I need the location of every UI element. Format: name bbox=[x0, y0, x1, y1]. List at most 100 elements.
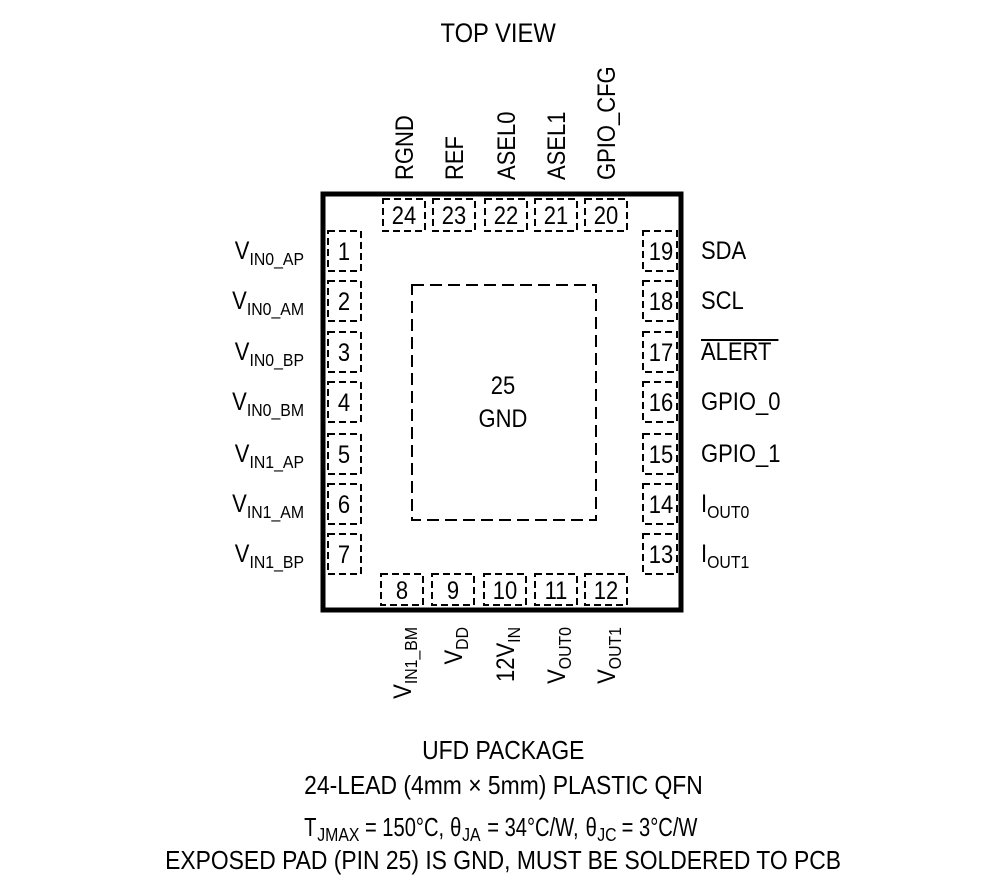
pin-3-label: VIN0_BP bbox=[235, 338, 304, 371]
pin-2-label-main: V bbox=[232, 287, 247, 315]
pin-3-number: 3 bbox=[338, 339, 350, 367]
pin-11-pad bbox=[534, 573, 578, 606]
pin-4-label-subscript: IN0_BM bbox=[247, 400, 304, 420]
pin-7-number: 7 bbox=[338, 541, 350, 569]
pin-1-number: 1 bbox=[338, 238, 350, 266]
pin-1-label-subscript: IN0_AP bbox=[249, 249, 304, 269]
pin-4-pad bbox=[327, 381, 362, 423]
pin-23-label: REF bbox=[441, 136, 469, 180]
pin-7-label: VIN1_BP bbox=[235, 540, 304, 573]
pin-11-label-subscript: OUT0 bbox=[555, 627, 575, 669]
pin-17-label: ALERT bbox=[701, 338, 771, 366]
pin-12-pad bbox=[584, 573, 628, 606]
pin-13-label: IOUT1 bbox=[701, 540, 749, 573]
pin-14-pad bbox=[642, 483, 678, 525]
pin-22-label: ASEL0 bbox=[493, 112, 521, 180]
pin-7-label-main: V bbox=[235, 540, 250, 568]
pin-17-number: 17 bbox=[649, 339, 673, 367]
exposed-pad-number: 25 bbox=[491, 372, 515, 400]
pin-18-label-main: SCL bbox=[701, 287, 744, 315]
pin-21-label: ASEL1 bbox=[543, 112, 571, 180]
pin-14-label-main: I bbox=[701, 490, 707, 518]
pin-4-number: 4 bbox=[338, 389, 350, 417]
pin-3-label-subscript: IN0_BP bbox=[249, 350, 304, 370]
pin-11-label: VOUT0 bbox=[543, 627, 576, 684]
pin-23-pad bbox=[432, 198, 476, 232]
pin-3-pad bbox=[327, 331, 362, 373]
pin-14-label: IOUT0 bbox=[701, 490, 749, 523]
pin-12-label: VOUT1 bbox=[593, 627, 626, 684]
pin-1-pad bbox=[327, 230, 362, 272]
pin-9-number: 9 bbox=[447, 577, 459, 605]
pin-24-pad bbox=[382, 198, 426, 232]
pin-12-number: 12 bbox=[594, 577, 618, 605]
pin-8-number: 8 bbox=[396, 577, 408, 605]
exposed-pad-label: GND bbox=[479, 405, 528, 433]
pin-19-label: SDA bbox=[701, 237, 746, 265]
pin-23-number: 23 bbox=[442, 202, 466, 230]
pin-21-pad bbox=[534, 198, 578, 232]
pin-15-label-main: GPIO_1 bbox=[701, 440, 780, 468]
pin-5-pad bbox=[327, 433, 362, 475]
pin-5-number: 5 bbox=[338, 441, 350, 469]
pin-5-label: VIN1_AP bbox=[235, 440, 304, 473]
pin-13-label-main: I bbox=[701, 540, 707, 568]
pin-16-pad bbox=[642, 381, 678, 423]
package-name: UFD PACKAGE bbox=[421, 735, 585, 765]
package-body bbox=[320, 191, 684, 613]
pin-19-pad bbox=[642, 230, 678, 272]
pin-2-label: VIN0_AM bbox=[232, 287, 304, 320]
pin-10-label-subscript: IN bbox=[504, 627, 524, 643]
pin-10-pad bbox=[483, 573, 527, 606]
pin-14-label-subscript: OUT0 bbox=[707, 502, 749, 522]
pin-16-label: GPIO_0 bbox=[701, 388, 780, 416]
pin-20-pad bbox=[584, 198, 628, 232]
pin-18-label: SCL bbox=[701, 287, 744, 315]
pin-19-number: 19 bbox=[649, 238, 673, 266]
pin-5-label-subscript: IN1_AP bbox=[249, 452, 304, 472]
package-description: 24-LEAD (4mm × 5mm) PLASTIC QFN bbox=[303, 770, 703, 800]
pin-19-label-main: SDA bbox=[701, 237, 746, 265]
pin-21-number: 21 bbox=[544, 202, 568, 230]
pin-4-label-main: V bbox=[232, 388, 247, 416]
pin-16-label-main: GPIO_0 bbox=[701, 388, 780, 416]
pin-16-number: 16 bbox=[649, 389, 673, 417]
pin-2-label-subscript: IN0_AM bbox=[247, 299, 304, 319]
pin-24-label: RGND bbox=[391, 115, 419, 180]
pin-6-number: 6 bbox=[338, 491, 350, 519]
pin-13-number: 13 bbox=[649, 541, 673, 569]
pin-24-number: 24 bbox=[392, 202, 416, 230]
pin-7-label-subscript: IN1_BP bbox=[249, 552, 304, 572]
pin-8-label: VIN1_BM bbox=[389, 627, 422, 699]
pin-13-label-subscript: OUT1 bbox=[707, 552, 749, 572]
pin-1-label-main: V bbox=[235, 237, 250, 265]
pin-12-label-subscript: OUT1 bbox=[605, 627, 625, 669]
pin-9-label-subscript: DD bbox=[452, 627, 472, 650]
pin-8-label-main: V bbox=[389, 684, 417, 699]
diagram-title: TOP VIEW bbox=[440, 18, 556, 48]
pin-11-label-main: V bbox=[543, 669, 571, 684]
pin-15-label: GPIO_1 bbox=[701, 440, 780, 468]
pin-8-pad bbox=[380, 573, 424, 606]
exposed-pad bbox=[411, 284, 597, 521]
thermal-specs: TJMAX = 150°C, θJA = 34°C/W, θJC = 3°C/W bbox=[304, 812, 698, 845]
pin-5-label-main: V bbox=[235, 440, 250, 468]
pin-4-label: VIN0_BM bbox=[232, 388, 304, 421]
pin-2-number: 2 bbox=[338, 288, 350, 316]
pin-7-pad bbox=[327, 533, 362, 575]
pin-15-number: 15 bbox=[649, 441, 673, 469]
pin-3-label-main: V bbox=[235, 338, 250, 366]
pin-18-number: 18 bbox=[649, 288, 673, 316]
pin-6-label-subscript: IN1_AM bbox=[247, 502, 304, 522]
pin-1-label: VIN0_AP bbox=[235, 237, 304, 270]
pin-6-label: VIN1_AM bbox=[232, 490, 304, 523]
pin-17-pad bbox=[642, 331, 678, 373]
pin-17-label-main: ALERT bbox=[701, 338, 771, 366]
pin-22-number: 22 bbox=[494, 202, 518, 230]
pin-2-pad bbox=[327, 280, 362, 322]
pin-14-number: 14 bbox=[649, 491, 673, 519]
pin-22-pad bbox=[484, 198, 528, 232]
pin-15-pad bbox=[642, 433, 678, 475]
pin-18-pad bbox=[642, 280, 678, 322]
